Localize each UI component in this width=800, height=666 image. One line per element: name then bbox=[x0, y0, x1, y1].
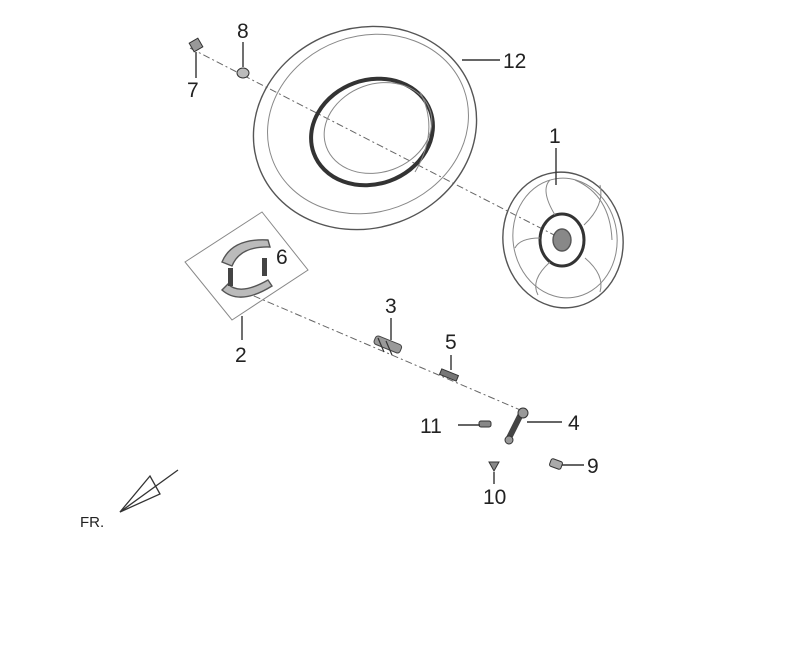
leader-lines bbox=[195, 42, 584, 484]
valve-nut bbox=[236, 67, 250, 79]
callout-1: 1 bbox=[549, 125, 561, 148]
callout-7: 7 bbox=[187, 79, 199, 102]
callout-9: 9 bbox=[587, 455, 599, 478]
tire bbox=[252, 25, 478, 231]
callout-11: 11 bbox=[420, 415, 442, 438]
brake-shoe-kit bbox=[184, 211, 309, 321]
callout-2: 2 bbox=[235, 344, 247, 367]
callout-4: 4 bbox=[568, 412, 580, 435]
pin bbox=[438, 368, 460, 382]
front-label: FR. bbox=[80, 514, 104, 531]
callout-8: 8 bbox=[237, 20, 249, 43]
axle-spacer bbox=[373, 335, 403, 356]
valve-cap bbox=[188, 37, 204, 53]
arm-nut bbox=[549, 458, 563, 470]
assembly-axis bbox=[189, 47, 561, 239]
callout-12: 12 bbox=[503, 50, 526, 73]
wheel-rim bbox=[502, 171, 624, 309]
front-direction-arrow bbox=[119, 469, 179, 513]
callout-5: 5 bbox=[445, 331, 457, 354]
callout-3: 3 bbox=[385, 295, 397, 318]
callout-6: 6 bbox=[276, 246, 288, 269]
washer bbox=[488, 461, 500, 473]
arm-bolt bbox=[478, 420, 492, 428]
brake-arm bbox=[504, 407, 529, 445]
callout-10: 10 bbox=[483, 486, 506, 509]
lower-axis bbox=[239, 289, 526, 413]
